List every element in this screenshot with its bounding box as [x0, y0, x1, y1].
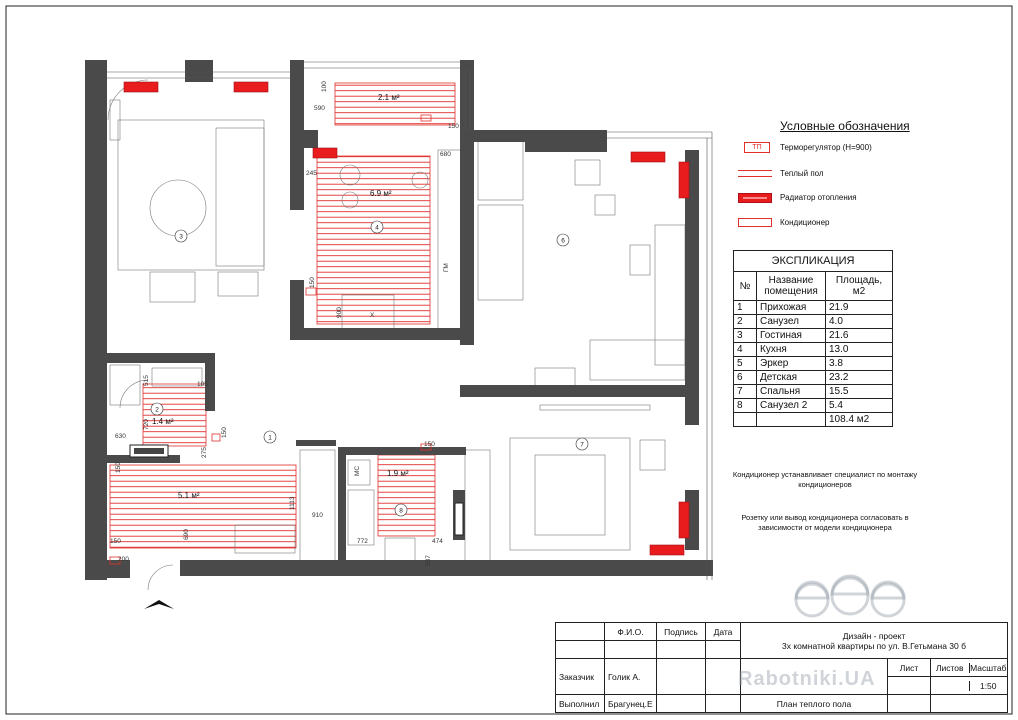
- project-title: Дизайн - проект: [842, 630, 906, 641]
- stamp-role-author: Выполнил: [555, 694, 605, 713]
- room-markers: [150, 220, 589, 517]
- svg-text:720: 720: [143, 419, 150, 430]
- svg-text:474: 474: [432, 538, 443, 545]
- room-number-8: 8: [399, 508, 403, 515]
- air-conditioner-symbol-icon: [738, 218, 772, 227]
- explication-header-area: Площадь, м2: [825, 271, 893, 301]
- svg-text:537: 537: [425, 555, 432, 566]
- stamp-scale-value: 1:50: [979, 680, 997, 691]
- thermostats: [109, 114, 432, 565]
- room-number-4: 4: [375, 225, 379, 232]
- svg-text:200: 200: [118, 556, 129, 563]
- svg-text:680: 680: [440, 151, 451, 158]
- heated-floor-zones: [109, 82, 456, 549]
- thermostat-symbol-icon: ТП: [744, 142, 770, 153]
- area-label-bathroom: 1.4 м²: [152, 417, 174, 426]
- windows: [107, 61, 713, 580]
- room-number-3: 3: [179, 234, 183, 241]
- svg-text:150: 150: [424, 441, 435, 448]
- room-number-2: 2: [155, 407, 159, 414]
- svg-text:900: 900: [336, 307, 343, 318]
- project-title-cell: Дизайн - проект 3х комнатной квартиры по…: [740, 622, 1008, 659]
- stamp-role-customer: Заказчик: [555, 658, 605, 695]
- stamp-header-signature: Подпись: [656, 622, 706, 641]
- legend-label-air-conditioner: Кондиционер: [780, 218, 830, 227]
- heated-floor-kitchen: [316, 155, 431, 325]
- heated-floor-hall: [109, 464, 297, 549]
- table-total-row: 108.4 м2: [733, 412, 893, 427]
- heated-floor-balcony: [334, 82, 456, 126]
- svg-text:275: 275: [201, 447, 208, 458]
- svg-text:105: 105: [197, 381, 208, 388]
- watermark-workers-icon: [794, 574, 906, 618]
- stamp-header-date: Дата: [705, 622, 741, 641]
- svg-text:150: 150: [448, 123, 459, 130]
- legend-label-radiator: Радиатор отопления: [780, 193, 857, 202]
- explication-title: ЭКСПЛИКАЦИЯ: [733, 250, 893, 272]
- gm-tag: ГМ: [443, 263, 450, 272]
- watermark-text: Rabotniki.UA: [738, 668, 876, 690]
- explication-header-number: №: [733, 271, 757, 301]
- heated-floor-symbol-icon: [738, 170, 772, 177]
- svg-text:150: 150: [309, 277, 316, 288]
- radiators: [123, 81, 690, 556]
- heated-floor-bathroom-2: [377, 454, 436, 537]
- room-number-7: 7: [580, 442, 584, 449]
- area-label-bathroom-2: 1.9 м²: [387, 469, 409, 478]
- svg-text:630: 630: [115, 433, 126, 440]
- stamp-header-sheets: Листов: [931, 662, 970, 673]
- svg-text:150: 150: [221, 427, 228, 438]
- stamp-name-author: Брагунец.Е: [604, 694, 657, 713]
- svg-text:690: 690: [183, 529, 190, 540]
- svg-text:772: 772: [357, 538, 368, 545]
- title-block: Ф.И.О. Подпись Дата Дизайн - проект 3х к…: [555, 622, 1008, 713]
- stamp-header-sheet: Лист: [887, 658, 931, 677]
- sheet-name: План теплого пола: [740, 694, 888, 713]
- area-label-hall: 5.1 м²: [178, 491, 200, 500]
- stamp-header-name: Ф.И.О.: [604, 622, 657, 641]
- entrance-arrow-icon: [144, 600, 174, 609]
- radiator-symbol-icon: [738, 193, 772, 203]
- sheet-frame: [5, 5, 1013, 715]
- washer-tag: X: [370, 312, 375, 319]
- note-ac-install: Кондиционер устанавливает специалист по …: [732, 470, 918, 489]
- stamp-name-customer: Голик А.: [604, 658, 657, 695]
- area-label-kitchen: 6.9 м²: [370, 189, 392, 198]
- mc-tag: МС: [354, 466, 361, 476]
- svg-text:245: 245: [306, 170, 317, 177]
- project-subtitle: 3х комнатной квартиры по ул. В.Гетьмана …: [782, 640, 966, 651]
- svg-text:150: 150: [110, 538, 121, 545]
- svg-text:910: 910: [312, 512, 323, 519]
- explication-total: 108.4 м2: [825, 412, 893, 427]
- legend-title: Условные обозначения: [780, 119, 910, 133]
- svg-text:590: 590: [314, 105, 325, 112]
- svg-text:150: 150: [115, 462, 122, 473]
- svg-text:100: 100: [321, 81, 328, 92]
- explication-table: ЭКСПЛИКАЦИЯ № Название помещения Площадь…: [733, 250, 893, 427]
- stamp-header-scale: Масштаб: [970, 662, 1007, 673]
- svg-text:1113: 1113: [289, 496, 296, 510]
- explication-header-room: Название помещения: [756, 271, 826, 301]
- heated-floor-bathroom: [142, 383, 207, 447]
- area-label-balcony: 2.1 м²: [378, 93, 400, 102]
- room-number-1: 1: [268, 435, 272, 442]
- svg-text:515: 515: [143, 375, 150, 386]
- note-outlet: Розетку или вывод кондиционера согласова…: [741, 513, 909, 532]
- legend-label-heated-floor: Теплый пол: [780, 169, 824, 178]
- legend-label-thermostat: Терморегулятор (Н=900): [780, 143, 872, 152]
- room-number-6: 6: [561, 238, 565, 245]
